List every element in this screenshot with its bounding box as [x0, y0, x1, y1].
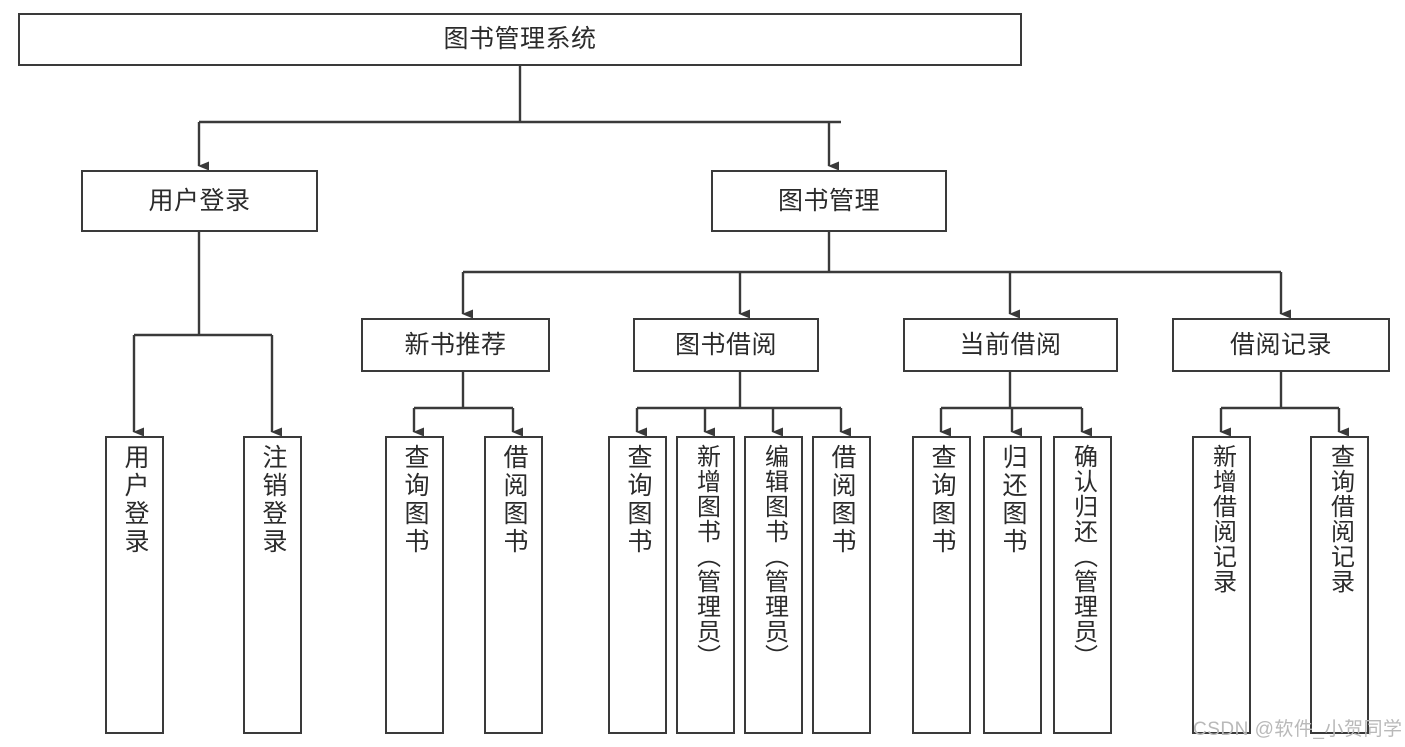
node-leaf-add-borrow-record-label: 新增借阅记录 [1208, 444, 1236, 594]
node-leaf-query-book-borrow[interactable]: 查询图书 [608, 436, 667, 734]
node-borrow-record[interactable]: 借阅记录 [1172, 318, 1390, 372]
node-new-book-recommend-label: 新书推荐 [404, 330, 507, 359]
node-leaf-query-book-newbook[interactable]: 查询图书 [385, 436, 444, 734]
node-book-management-label: 图书管理 [777, 186, 880, 215]
node-leaf-borrow-book-label: 借阅图书 [828, 444, 856, 556]
node-leaf-return-book[interactable]: 归还图书 [983, 436, 1042, 734]
csdn-watermark: CSDN @软件_小贺同学 [1193, 719, 1403, 740]
node-leaf-user-login-label: 用户登录 [121, 444, 149, 556]
node-leaf-edit-book-admin[interactable]: 编辑图书（管理员） [744, 436, 803, 734]
node-leaf-query-book-current[interactable]: 查询图书 [912, 436, 971, 734]
node-leaf-query-book-borrow-label: 查询图书 [624, 444, 652, 556]
node-user-login[interactable]: 用户登录 [81, 170, 318, 232]
node-new-book-recommend[interactable]: 新书推荐 [361, 318, 550, 372]
node-book-borrow-label: 图书借阅 [674, 330, 777, 359]
node-leaf-borrow-book[interactable]: 借阅图书 [812, 436, 871, 734]
node-current-borrow[interactable]: 当前借阅 [903, 318, 1118, 372]
node-leaf-edit-book-admin-label: 编辑图书（管理员） [760, 444, 788, 669]
node-root[interactable]: 图书管理系统 [18, 13, 1022, 66]
node-leaf-add-borrow-record[interactable]: 新增借阅记录 [1192, 436, 1251, 734]
node-leaf-borrow-book-newbook[interactable]: 借阅图书 [484, 436, 543, 734]
node-leaf-query-book-newbook-label: 查询图书 [401, 444, 429, 556]
node-leaf-user-login[interactable]: 用户登录 [105, 436, 164, 734]
node-user-login-label: 用户登录 [148, 186, 251, 215]
node-leaf-query-borrow-record[interactable]: 查询借阅记录 [1310, 436, 1369, 734]
node-leaf-query-borrow-record-label: 查询借阅记录 [1326, 444, 1354, 594]
node-leaf-add-book-admin[interactable]: 新增图书（管理员） [676, 436, 735, 734]
node-leaf-logout-login[interactable]: 注销登录 [243, 436, 302, 734]
node-leaf-logout-login-label: 注销登录 [259, 444, 287, 556]
node-current-borrow-label: 当前借阅 [959, 330, 1062, 359]
node-book-borrow[interactable]: 图书借阅 [633, 318, 819, 372]
node-leaf-confirm-return-admin-label: 确认归还（管理员） [1069, 444, 1097, 669]
node-leaf-borrow-book-newbook-label: 借阅图书 [500, 444, 528, 556]
node-root-label: 图书管理系统 [443, 25, 597, 54]
node-book-management[interactable]: 图书管理 [711, 170, 947, 232]
node-leaf-return-book-label: 归还图书 [999, 444, 1027, 556]
node-leaf-add-book-admin-label: 新增图书（管理员） [692, 444, 720, 669]
node-leaf-confirm-return-admin[interactable]: 确认归还（管理员） [1053, 436, 1112, 734]
node-borrow-record-label: 借阅记录 [1229, 330, 1332, 359]
node-leaf-query-book-current-label: 查询图书 [928, 444, 956, 556]
